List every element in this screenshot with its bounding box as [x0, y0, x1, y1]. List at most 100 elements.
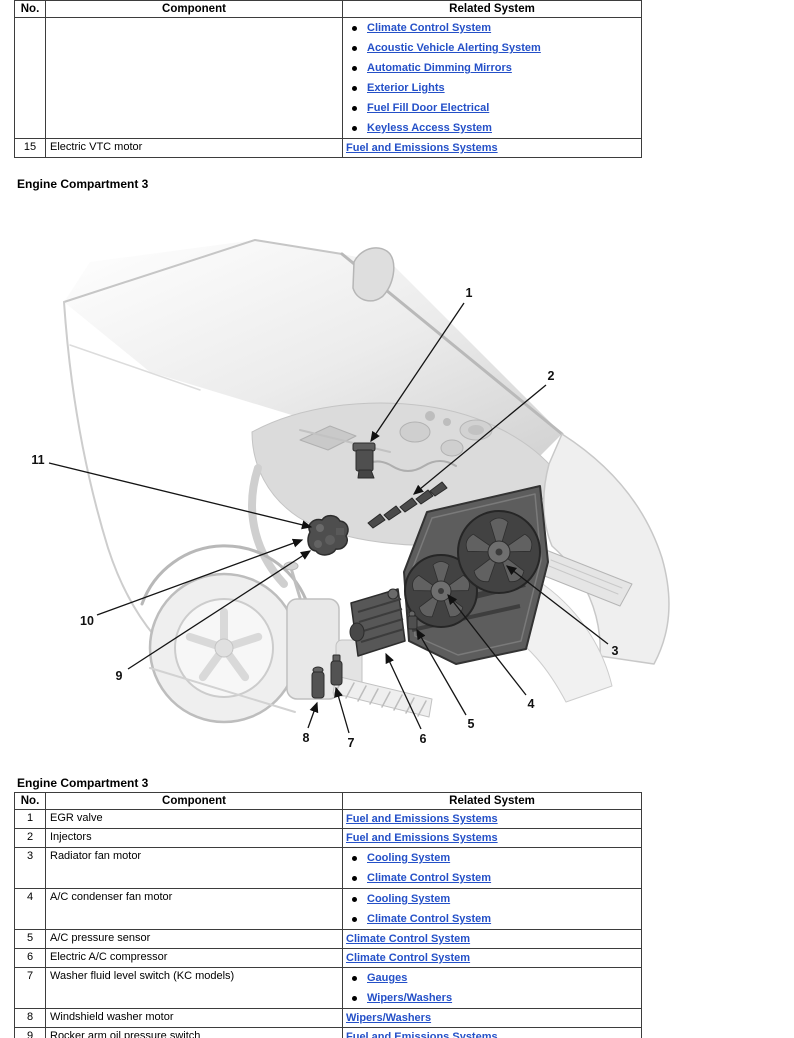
related-system-cell: Climate Control System [342, 929, 642, 949]
callout-number: 11 [31, 453, 44, 467]
related-system-link[interactable]: Cooling System [367, 852, 451, 864]
component-cell: Electric VTC motor [45, 138, 343, 158]
component-cell: Electric A/C compressor [45, 948, 343, 968]
related-system-link[interactable]: Climate Control System [346, 933, 471, 945]
related-system-link[interactable]: Wipers/Washers [367, 992, 453, 1004]
row-number-cell: 6 [14, 948, 46, 968]
related-system-link[interactable]: Fuel and Emissions Systems [346, 813, 498, 825]
bullet-icon [352, 65, 357, 71]
related-system-link[interactable]: Climate Control System [367, 22, 492, 34]
related-system-link[interactable]: Fuel and Emissions Systems [346, 142, 498, 154]
callout-arrow [127, 550, 312, 670]
related-system-link[interactable]: Fuel Fill Door Electrical [367, 102, 490, 114]
related-system-item: Fuel Fill Door Electrical [343, 98, 641, 118]
bullet-icon [352, 45, 357, 51]
callout-5: 5 [416, 628, 475, 731]
row-number-cell: 7 [14, 967, 46, 1009]
bullet-icon [352, 995, 357, 1001]
bullet-icon [352, 896, 357, 902]
section-heading-engine-compartment-table: Engine Compartment 3 [17, 776, 149, 790]
related-system-item: Cooling System [343, 848, 641, 868]
related-system-link[interactable]: Wipers/Washers [346, 1012, 432, 1024]
ac-pressure-sensor-part [407, 610, 418, 630]
row-number-cell: 3 [14, 847, 46, 889]
egr-valve-part [352, 442, 376, 479]
injectors-part [367, 481, 448, 529]
component-cell: A/C pressure sensor [45, 929, 343, 949]
callout-number: 4 [528, 697, 535, 711]
related-system-link[interactable]: Keyless Access System [367, 122, 492, 134]
related-system-link[interactable]: Acoustic Vehicle Alerting System [367, 42, 541, 54]
callout-arrow [447, 593, 527, 696]
related-system-link[interactable]: Exterior Lights [367, 82, 445, 94]
bullet-icon [352, 105, 357, 111]
row-number-cell: 8 [14, 1008, 46, 1028]
related-system-link[interactable]: Automatic Dimming Mirrors [367, 62, 512, 74]
col-header-related-system: Related System [342, 792, 642, 810]
radiator-fan [457, 510, 541, 594]
bullet-icon [352, 125, 357, 131]
related-system-item: Acoustic Vehicle Alerting System [343, 38, 641, 58]
row-number-cell: 15 [14, 138, 46, 158]
component-cell: Windshield washer motor [45, 1008, 343, 1028]
component-cell: A/C condenser fan motor [45, 888, 343, 930]
callout-number: 9 [116, 669, 123, 683]
related-system-link[interactable]: Climate Control System [346, 952, 471, 964]
callout-arrow [48, 462, 313, 530]
component-cell: Washer fluid level switch (KC models) [45, 967, 343, 1009]
ac-compressor-part [349, 588, 406, 657]
related-system-link[interactable]: Gauges [367, 972, 408, 984]
related-system-item: Keyless Access System [343, 118, 641, 138]
related-system-cell: Climate Control System [342, 948, 642, 968]
washer-motor-part [311, 666, 325, 699]
related-system-cell: Fuel and Emissions Systems [342, 809, 642, 829]
bullet-icon [352, 25, 357, 31]
table-header-row: No. Component Related System [14, 792, 642, 810]
related-system-link[interactable]: Fuel and Emissions Systems [346, 1031, 498, 1038]
related-system-link[interactable]: Climate Control System [367, 913, 492, 925]
related-system-link[interactable]: Cooling System [367, 893, 451, 905]
component-table-top: No. Component Related System Climate Con… [14, 0, 642, 158]
callout-arrow [385, 652, 422, 730]
callout-arrow [412, 384, 547, 495]
highlighted-components [307, 442, 549, 699]
callout-arrow [505, 565, 609, 645]
row-number-cell: 2 [14, 828, 46, 848]
callout-3: 3 [505, 565, 619, 658]
bullet-icon [352, 975, 357, 981]
component-cell: Injectors [45, 828, 343, 848]
component-cell [45, 17, 343, 139]
callout-10: 10 [80, 538, 304, 628]
col-header-no: No. [14, 0, 46, 18]
callout-number: 3 [612, 644, 619, 658]
related-system-item: Gauges [343, 968, 641, 988]
related-system-link[interactable]: Climate Control System [367, 872, 492, 884]
col-header-component: Component [45, 792, 343, 810]
washer-level-switch-part [330, 654, 343, 686]
callout-arrow [334, 686, 350, 734]
related-system-item: Cooling System [343, 889, 641, 909]
related-system-item: Automatic Dimming Mirrors [343, 58, 641, 78]
callout-number: 10 [80, 614, 94, 628]
related-system-link[interactable]: Fuel and Emissions Systems [346, 832, 498, 844]
callout-arrow [307, 701, 319, 729]
related-system-cell: Fuel and Emissions Systems [342, 138, 642, 158]
callout-4: 4 [447, 593, 535, 711]
callout-number: 1 [466, 286, 473, 300]
callout-number: 8 [303, 731, 310, 745]
callout-number: 6 [420, 732, 427, 746]
callout-1: 1 [370, 286, 473, 443]
row-number-cell: 1 [14, 809, 46, 829]
row-number-cell: 5 [14, 929, 46, 949]
